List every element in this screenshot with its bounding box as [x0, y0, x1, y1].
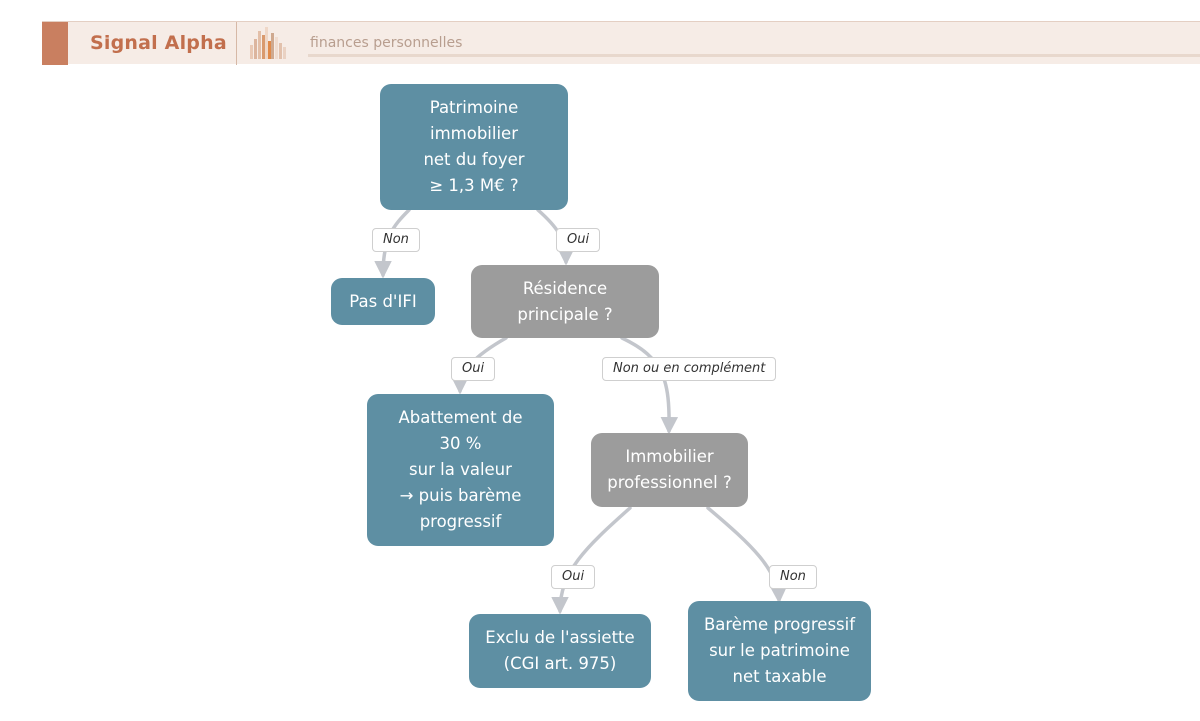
node-line: Pas d'IFI [349, 291, 417, 311]
node-line: Abattement de [398, 408, 523, 427]
node-immobilier-pro: Immobilier professionnel ? [591, 433, 748, 507]
node-line: Barème progressif [703, 615, 856, 634]
node-line: sur la valeur [409, 460, 512, 479]
node-line: (CGI art. 975) [503, 654, 617, 673]
node-bareme: Barème progressif sur le patrimoine net … [688, 601, 871, 701]
node-line: 30 % [439, 434, 482, 453]
header-bar: Signal Alpha finances personnelles [42, 21, 1200, 65]
edge-label-oui: Oui [451, 357, 496, 381]
node-line: progressif [419, 512, 502, 531]
node-line: → puis barème [399, 486, 522, 505]
node-line: principale ? [517, 304, 613, 324]
edge-label-non: Non [372, 228, 420, 252]
node-line: Exclu de l'assiette [485, 628, 635, 647]
edge-residence-immobilier-pro [620, 336, 679, 435]
node-line: ≥ 1,3 M€ ? [429, 176, 519, 195]
node-line: professionnel ? [607, 473, 732, 492]
node-patrimoine: Patrimoine immobilier net du foyer ≥ 1,3… [380, 84, 568, 210]
header-tagline: finances personnelles [310, 35, 463, 51]
node-line: Résidence [522, 278, 608, 298]
node-line: immobilier [430, 124, 518, 143]
edge-label-non-ou-en-complement: Non ou en complément [602, 357, 777, 381]
node-pas-ifi: Pas d'IFI [331, 278, 435, 325]
node-line: Immobilier [625, 447, 714, 466]
node-line: Patrimoine [429, 98, 519, 117]
node-abattement: Abattement de 30 % sur la valeur → puis … [367, 394, 554, 546]
edge-immobilier-pro-exclu [551, 506, 632, 615]
edge-label-oui: Oui [551, 565, 596, 589]
bar-chart-logo-icon [248, 25, 292, 65]
brand-name[interactable]: Signal Alpha [90, 32, 227, 54]
node-residence: Résidence principale ? [471, 265, 659, 338]
edge-label-non: Non [769, 565, 817, 589]
header-underline [308, 54, 1200, 57]
header-accent-block [42, 22, 68, 65]
edge-immobilier-pro-bareme [706, 506, 788, 604]
node-line: net taxable [732, 667, 827, 686]
node-line: sur le patrimoine [709, 641, 850, 660]
node-exclu: Exclu de l'assiette (CGI art. 975) [469, 614, 651, 688]
node-line: net du foyer [423, 150, 525, 169]
header-divider [236, 22, 237, 65]
edge-label-oui: Oui [556, 228, 601, 252]
